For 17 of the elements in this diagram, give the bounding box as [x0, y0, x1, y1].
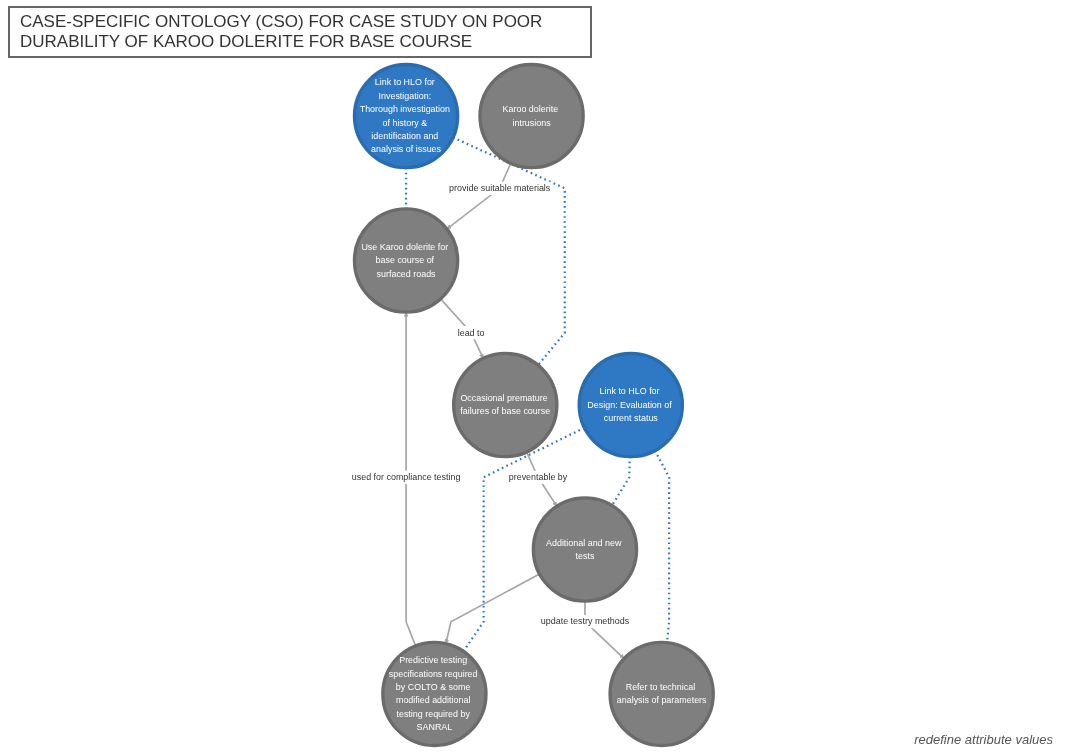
arrow [444, 573, 541, 644]
node-circle: Predictive testing specifications required by COLTO & some modified additional testing required by SANRAL [381, 640, 488, 748]
edge-label: provide suitable materials [449, 183, 551, 193]
edge-label: lead to [457, 327, 485, 338]
node-circle: Link to HLO for Investigation: Thorough investigation of history & identification and analysis of issues [352, 62, 460, 170]
edge-label: preventable by [508, 472, 568, 482]
node-circle: Refer to technical analysis of parameters [608, 640, 715, 748]
arrow [403, 311, 417, 647]
node-circle: Use Karoo dolerite for base course of surfaced roads [352, 207, 460, 314]
node-circle: Karoo dolerite intrusions [478, 62, 585, 170]
edge-label: used for compliance testing [351, 472, 461, 482]
edge-label: update testry methods [540, 616, 630, 627]
edge-note: redefine attribute values [914, 732, 1053, 747]
node-circle: Link to HLO for Design: Evaluation of current status [577, 351, 685, 459]
title: CASE-SPECIFIC ONTOLOGY (CSO) FOR CASE STUDY ON POOR DURABILITY OF KAROO DOLERITE FOR BASE COURSE [8, 6, 592, 58]
node-circle: Occasional premature failures of base course [452, 351, 559, 459]
node-circle: Additional and new tests [531, 496, 639, 603]
